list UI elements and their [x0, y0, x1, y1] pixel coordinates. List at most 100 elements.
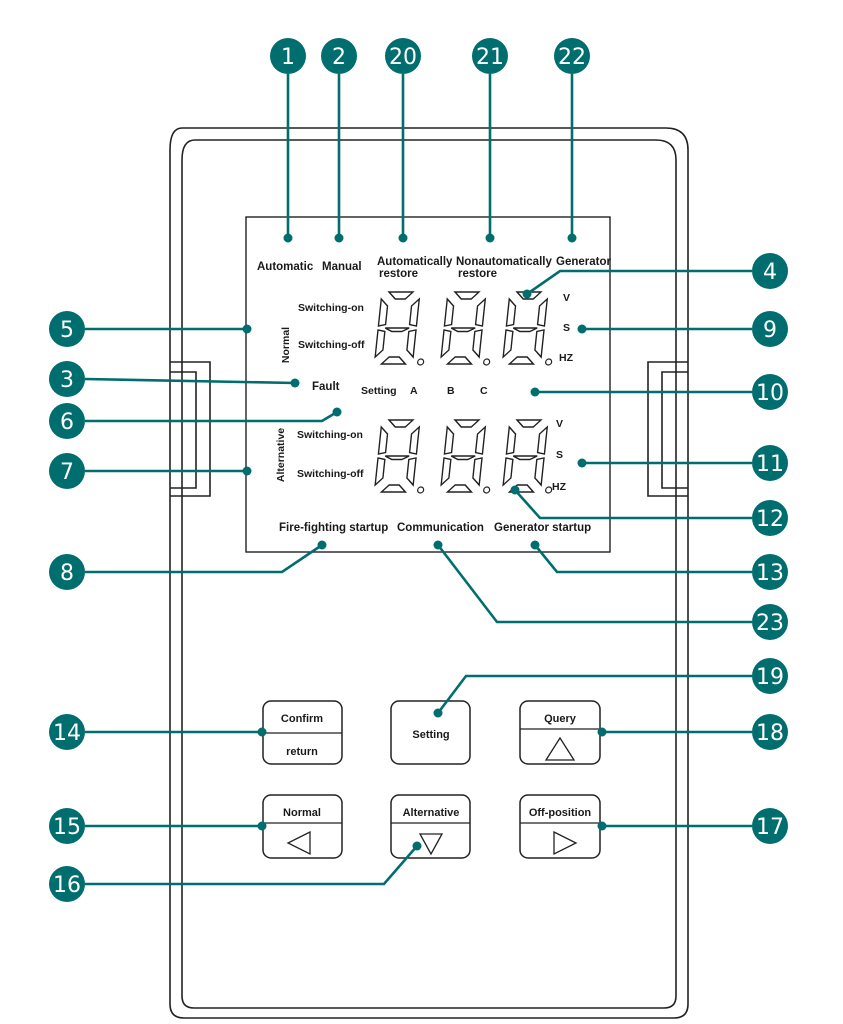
callout-8-leader [85, 543, 323, 574]
phase-b-label: B [447, 385, 455, 397]
callout-16-number: 16 [53, 873, 81, 898]
alternative-digit-2 [440, 419, 491, 494]
callout-19-badge [752, 658, 788, 694]
normal-button-label: Normal [283, 807, 321, 819]
callout-17-badge [752, 808, 788, 844]
callout-12: 12 [510, 485, 788, 536]
alternative-unit-v: V [556, 418, 563, 430]
setting-button-label: Setting [412, 729, 449, 741]
callout-2-dot [334, 233, 344, 243]
callout-23: 23 [433, 540, 788, 640]
callout-5-number: 5 [60, 318, 74, 343]
callout-6-dot [332, 407, 342, 417]
manual-label: Manual [322, 261, 362, 273]
callout-15: 15 [49, 808, 267, 844]
confirm-label: Confirm [281, 713, 323, 725]
normal-switching-off-label: Switching-off [298, 339, 365, 351]
query-label: Query [544, 713, 577, 725]
callout-22: 22 [554, 38, 590, 243]
callout-17-dot [597, 821, 607, 831]
right-arrow-icon [553, 830, 578, 856]
callout-13-dot [530, 540, 540, 550]
callout-13-badge [752, 554, 788, 590]
callout-6-badge [49, 403, 85, 439]
callout-4-badge [752, 253, 788, 289]
callout-4-number: 4 [763, 260, 777, 285]
down-arrow-icon [418, 833, 444, 856]
callout-10-badge [752, 374, 788, 410]
query-button[interactable]: Query [519, 700, 601, 765]
alternative-unit-hz: HZ [552, 481, 567, 493]
normal-button[interactable]: Normal [262, 794, 343, 859]
callout-9-dot [577, 324, 587, 334]
callout-5-badge [49, 311, 85, 347]
callout-20-dot [398, 233, 408, 243]
off-position-label: Off-position [529, 807, 592, 819]
alternative-digit-1 [374, 419, 425, 494]
callout-2-number: 2 [332, 45, 346, 70]
callout-11-badge [752, 445, 788, 481]
callout-12-leader [514, 489, 752, 520]
callout-1-badge [270, 38, 306, 74]
callout-21: 21 [472, 38, 508, 243]
callout-20-badge [385, 38, 421, 74]
callout-15-dot [257, 821, 267, 831]
callout-14: 14 [49, 714, 267, 750]
off-position-button[interactable]: Off-position [519, 794, 601, 859]
seven-segment-digits [374, 291, 553, 494]
normal-unit-hz: HZ [559, 352, 574, 364]
callout-18: 18 [597, 714, 788, 750]
confirm-return-button[interactable]: Confirm return [262, 700, 343, 765]
normal-unit-s: S [563, 322, 570, 334]
phase-c-label: C [480, 385, 488, 397]
alternative-switching-off-label: Switching-off [297, 468, 364, 480]
callout-5: 5 [49, 311, 252, 347]
callout-19-number: 19 [756, 665, 784, 690]
callout-16-badge [49, 866, 85, 902]
callout-23-dot [433, 540, 443, 550]
callout-9: 9 [577, 311, 788, 347]
callout-10: 10 [530, 374, 788, 410]
auto-restore-label: Automatically [377, 256, 453, 268]
callout-17-number: 17 [756, 815, 784, 840]
callout-11-number: 11 [756, 452, 784, 477]
callout-6-leader [85, 410, 338, 423]
alternative-unit-s: S [556, 449, 563, 461]
callout-13-leader [533, 544, 752, 574]
callout-12-badge [752, 500, 788, 536]
nonauto-restore-label-2: restore [458, 268, 497, 280]
generator-label: Generator [556, 256, 611, 268]
setting-button[interactable]: Setting [390, 700, 471, 765]
callout-1-dot [283, 233, 293, 243]
callout-22-badge [554, 38, 590, 74]
lcd-display [245, 216, 611, 553]
callout-15-number: 15 [53, 815, 81, 840]
callout-21-dot [485, 233, 495, 243]
callout-3-badge [49, 361, 85, 397]
callout-10-number: 10 [756, 381, 784, 406]
callout-8-dot [317, 540, 327, 550]
normal-digit-2 [440, 291, 491, 366]
callout-20-number: 20 [389, 45, 417, 70]
callout-3-number: 3 [60, 368, 74, 393]
callout-9-badge [752, 311, 788, 347]
callout-6: 6 [49, 403, 342, 439]
normal-group-title: Normal [280, 327, 292, 363]
up-arrow-icon [544, 736, 576, 761]
callout-17: 17 [597, 808, 788, 844]
callout-20: 20 [385, 38, 421, 243]
alternative-group-title: Alternative [275, 428, 287, 482]
return-label: return [286, 746, 318, 758]
callout-2-badge [321, 38, 357, 74]
callout-6-number: 6 [60, 410, 74, 435]
callout-12-number: 12 [756, 507, 784, 532]
callout-4-leader [526, 269, 752, 296]
callout-23-badge [752, 604, 788, 640]
communication-label: Communication [397, 522, 484, 534]
alternative-button[interactable]: Alternative [390, 794, 471, 859]
normal-digit-1 [374, 291, 425, 366]
callout-9-number: 9 [763, 318, 777, 343]
callout-3-dot [290, 378, 300, 388]
